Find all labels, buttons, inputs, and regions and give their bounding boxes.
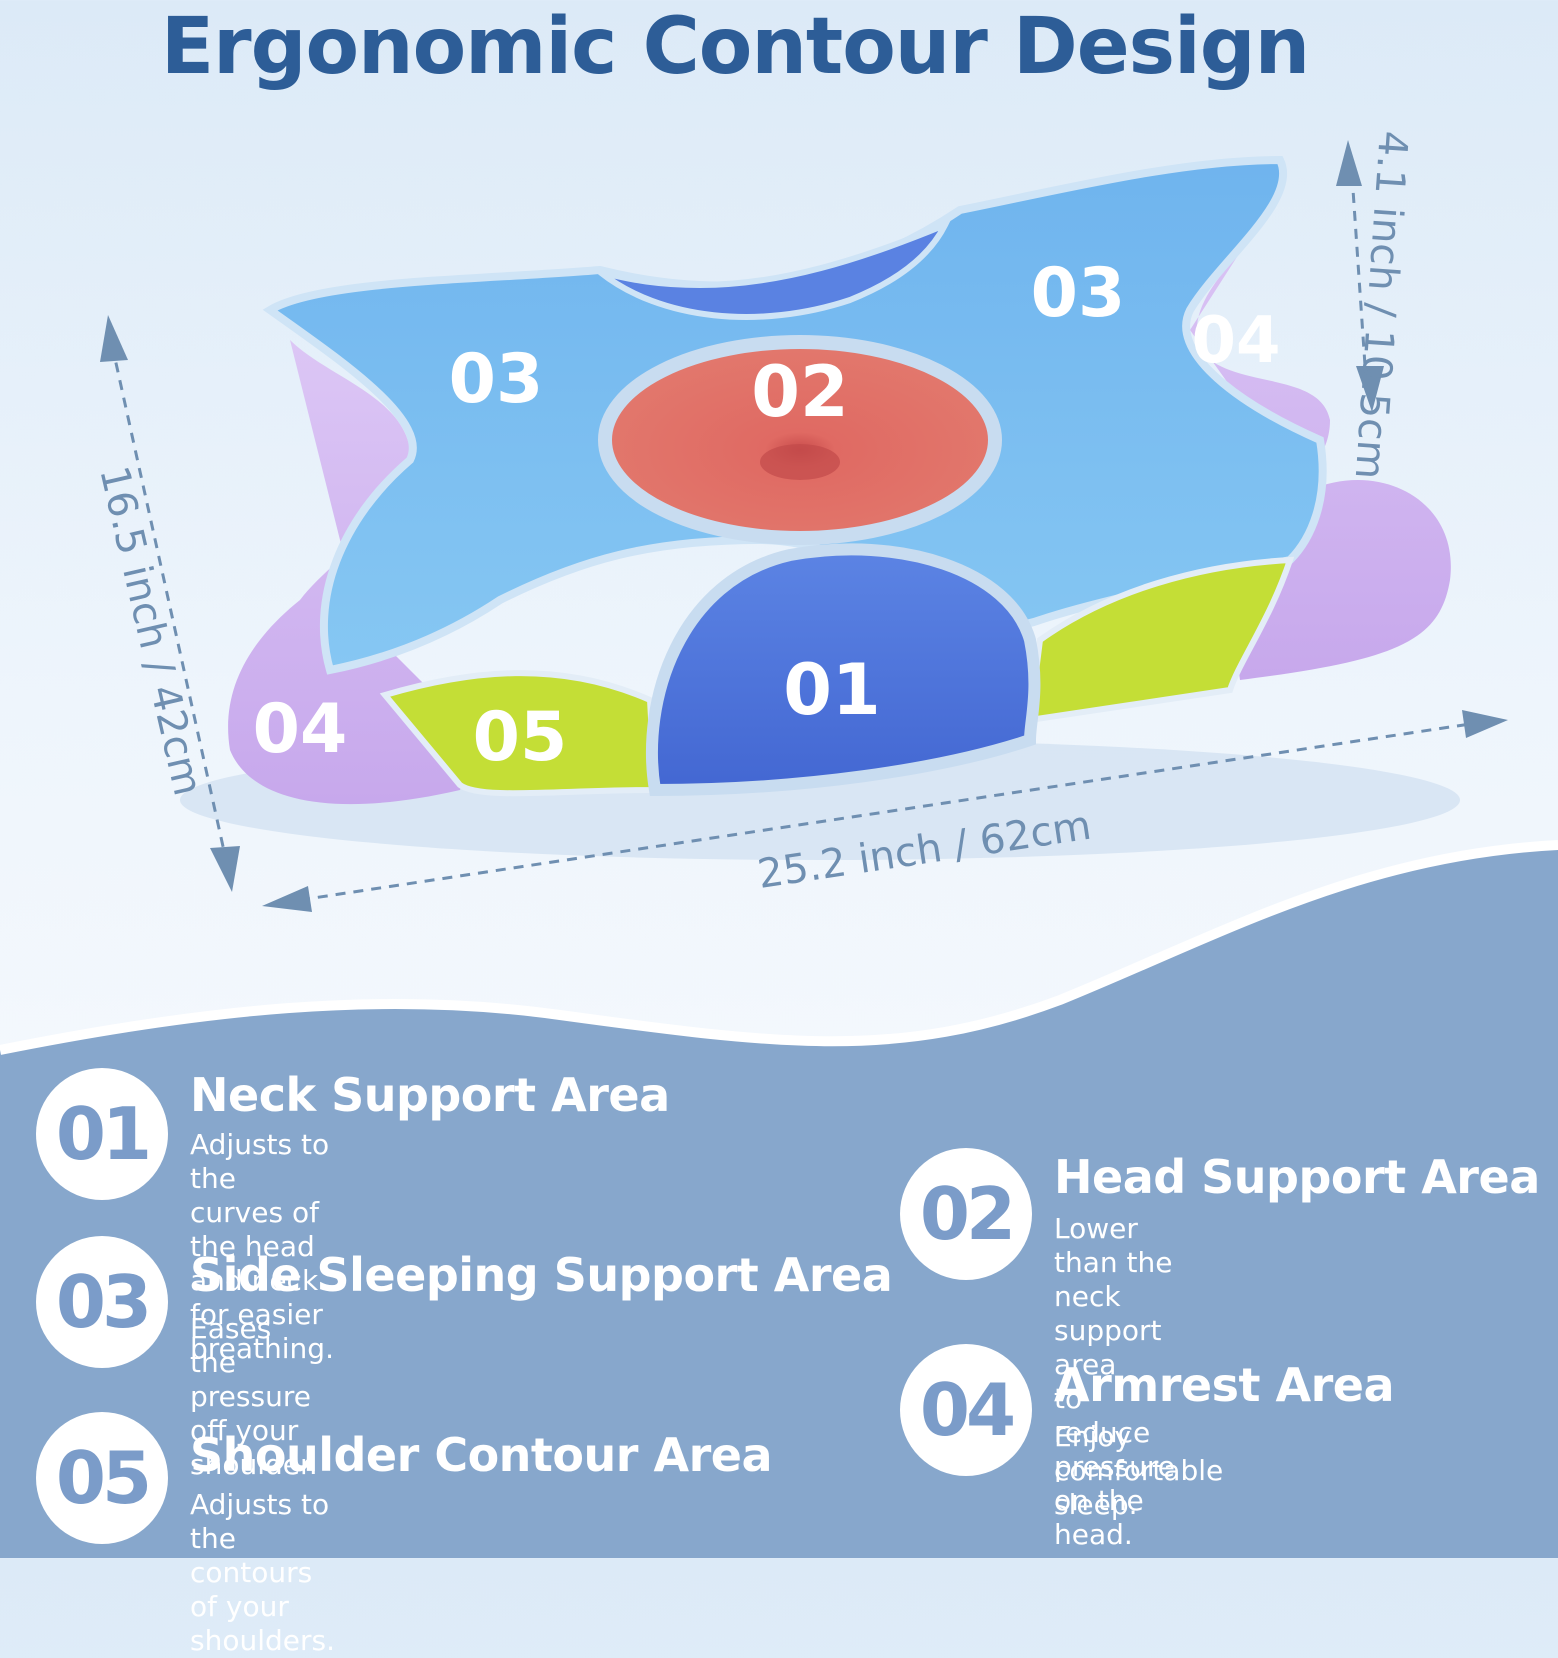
feature-badge-03: 03 [36, 1236, 168, 1368]
width-arrow-right-icon [1462, 710, 1508, 738]
zone-label-side-left: 03 [449, 340, 544, 419]
feature-desc-05: Adjusts to the contours of your shoulder… [190, 1488, 335, 1657]
width-arrow-left-icon [262, 886, 312, 912]
shoulder-zone-right [1026, 556, 1295, 724]
pillow-illustration: 03 03 02 01 05 04 04 16.5 inch / 42cm 25… [0, 129, 1558, 1558]
height-arrow-bottom-icon [1356, 366, 1384, 412]
zone-label-head: 02 [751, 351, 848, 433]
info-panel-background [0, 845, 1558, 1558]
feature-title-05: Shoulder Contour Area [190, 1428, 773, 1482]
depth-arrow-bottom-icon [210, 846, 240, 892]
feature-desc-03: Eases the pressure off your shoulder. [190, 1312, 318, 1481]
feature-desc-01: Adjusts to the curves of the head and ne… [190, 1128, 334, 1365]
feature-badge-02: 02 [900, 1148, 1032, 1280]
feature-badge-01: 01 [36, 1068, 168, 1200]
info-panel-highlight [0, 840, 1558, 1055]
zone-label-neck: 01 [783, 649, 880, 731]
zone-label-arm-left: 04 [253, 690, 348, 769]
zone-label-side-right: 03 [1031, 254, 1126, 333]
page-title: Ergonomic Contour Design [160, 2, 1310, 92]
feature-title-04: Armrest Area [1054, 1358, 1395, 1412]
zone-label-arm-right: 04 [1191, 304, 1280, 378]
shoulder-zone-left [379, 670, 659, 797]
neck-zone [646, 543, 1041, 797]
zone-label-shoulder: 05 [473, 698, 568, 777]
top-neck-arc [598, 219, 952, 320]
head-zone [598, 335, 1002, 545]
feature-title-01: Neck Support Area [190, 1068, 670, 1122]
depth-arrow-top-icon [100, 315, 128, 362]
feature-badge-04: 04 [900, 1344, 1032, 1476]
feature-desc-04: Enjoy comfortable sleep. [1054, 1420, 1224, 1521]
height-dimension-line [1350, 174, 1368, 381]
height-arrow-top-icon [1336, 140, 1362, 186]
feature-title-02: Head Support Area [1054, 1150, 1540, 1204]
depth-dimension-line [110, 344, 228, 861]
feature-title-03: Side Sleeping Support Area [190, 1248, 893, 1302]
head-hollow [760, 444, 840, 480]
feature-badge-05: 05 [36, 1412, 168, 1544]
feature-desc-02: Lower than the neck support area to redu… [1054, 1212, 1175, 1551]
